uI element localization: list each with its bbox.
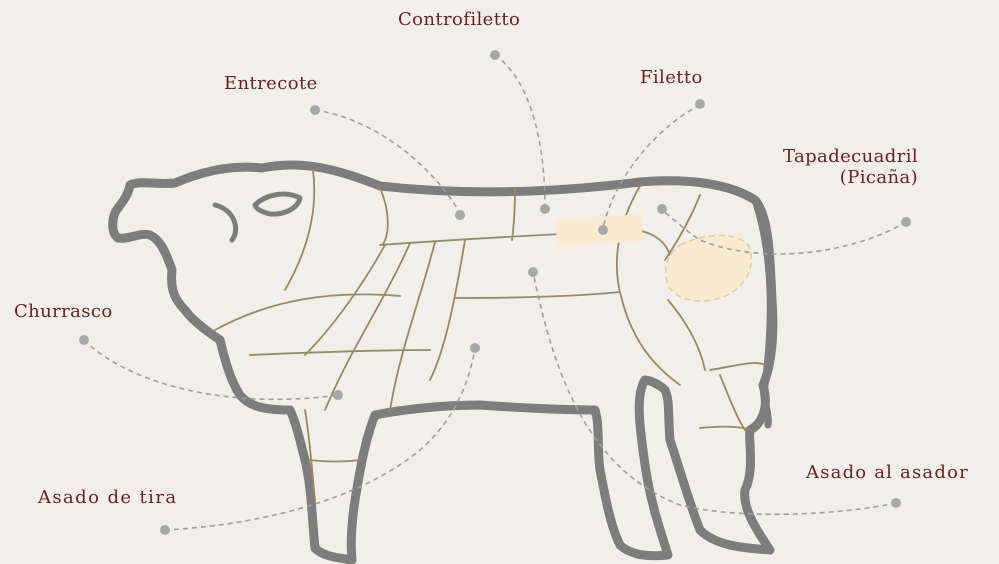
cow-silhouette <box>113 165 773 560</box>
dot-churrasco <box>333 390 343 400</box>
dot-asado-asador <box>528 267 538 277</box>
cut-line <box>380 188 388 245</box>
leader-asado-tira <box>165 348 475 530</box>
label-entrecote: Entrecote <box>224 74 318 95</box>
cut-line <box>310 460 360 462</box>
dot-asado-tira <box>470 343 480 353</box>
label-filetto: Filetto <box>640 68 703 89</box>
label-asado-de-tira: Asado de tira <box>38 488 177 509</box>
picana-highlight <box>666 236 752 302</box>
cut-line <box>325 243 410 410</box>
leader-entrecote <box>315 110 460 213</box>
cut-line <box>710 363 765 370</box>
leader-filetto <box>603 105 700 228</box>
cut-line <box>430 240 465 380</box>
cut-lines <box>215 170 765 500</box>
leader-lines <box>84 55 906 530</box>
label-asado-al-asador: Asado al asador <box>806 463 969 484</box>
dot-filetto-end <box>695 99 705 109</box>
dot-controfiletto-end <box>490 50 500 60</box>
label-tapadecuadril-line1: Tapadecuadril <box>783 147 918 168</box>
dot-entrecote <box>455 210 465 220</box>
label-churrasco: Churrasco <box>14 302 113 323</box>
cow-face-line <box>215 205 236 240</box>
highlighted-cuts <box>555 214 751 301</box>
leader-churrasco <box>84 340 338 399</box>
cut-line <box>720 375 745 430</box>
dot-controfiletto <box>540 204 550 214</box>
cut-line <box>668 300 705 370</box>
dot-tapa <box>657 204 667 214</box>
cow-body-outline <box>113 165 773 560</box>
cut-line <box>390 242 435 410</box>
label-tapadecuadril-line2: (Picaña) <box>783 168 918 189</box>
dot-asado-asador-end <box>891 498 901 508</box>
label-controfiletto: Controfiletto <box>398 10 520 31</box>
cut-line <box>215 294 400 330</box>
cow-ear <box>255 194 300 214</box>
cut-line <box>700 427 750 430</box>
dot-churrasco-end <box>79 335 89 345</box>
cut-line <box>285 170 314 290</box>
dot-tapa-end <box>901 217 911 227</box>
dot-asado-tira-end <box>160 525 170 535</box>
leader-dots <box>79 50 911 535</box>
cut-line <box>455 292 620 298</box>
dot-entrecote-end <box>310 105 320 115</box>
label-tapadecuadril: Tapadecuadril (Picaña) <box>783 147 918 188</box>
leader-controfiletto <box>495 55 545 208</box>
dot-filetto <box>598 225 608 235</box>
cut-line <box>305 245 385 355</box>
